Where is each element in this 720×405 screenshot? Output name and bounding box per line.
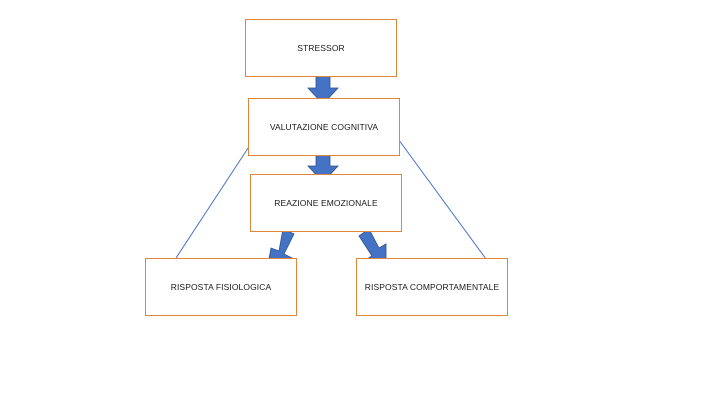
- node-valutazione-label: VALUTAZIONE COGNITIVA: [269, 122, 379, 132]
- feedback-arrow-fisiologica-to-valutazione: [175, 136, 256, 259]
- node-reazione-emozionale: REAZIONE EMOZIONALE: [250, 174, 402, 232]
- node-fisiologica-label: RISPOSTA FISIOLOGICA: [170, 282, 272, 292]
- block-arrow-reazione-to-comportamentale: [358, 228, 387, 266]
- node-stressor-label: STRESSOR: [297, 43, 345, 53]
- node-comportamentale-label: RISPOSTA COMPORTAMENTALE: [364, 282, 500, 292]
- node-valutazione-cognitiva: VALUTAZIONE COGNITIVA: [248, 98, 400, 156]
- node-stressor: STRESSOR: [245, 19, 397, 77]
- node-reazione-label: REAZIONE EMOZIONALE: [274, 198, 378, 208]
- feedback-arrow-comportamentale-to-valutazione: [393, 132, 487, 260]
- node-risposta-comportamentale: RISPOSTA COMPORTAMENTALE: [356, 258, 508, 316]
- node-risposta-fisiologica: RISPOSTA FISIOLOGICA: [145, 258, 297, 316]
